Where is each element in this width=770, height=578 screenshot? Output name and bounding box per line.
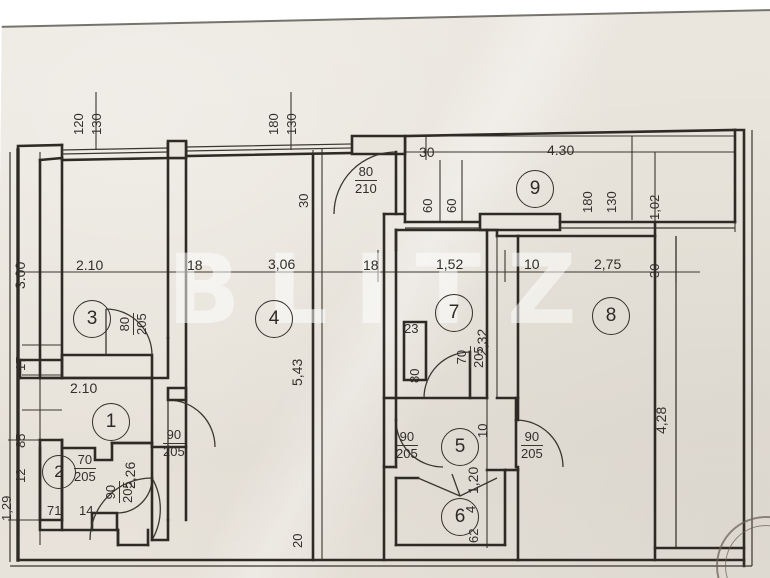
room-number-1: 1 [92,403,130,441]
dim-right-10: 10 [475,423,490,438]
agency-stamp: E IMOB [716,516,770,578]
door-label-room4: 90 205 [163,428,185,458]
dim-left-85: 85 [13,433,28,448]
door-label-room7: 70 205 [454,346,486,368]
room-number-2: 2 [42,455,76,489]
door-label-room2: 70 205 [74,453,96,483]
dim-window-right-width: 180 [580,191,595,213]
door-room7-width: 70 [454,346,471,368]
door-room1-width: 90 [103,481,120,503]
dim-h-30-right: 30 [647,263,662,278]
dim-h-18-b: 18 [363,257,379,273]
door-entry-width: 80 [355,165,377,181]
room-number-4: 4 [255,300,293,338]
dim-right-62: 62 [466,528,481,543]
dim-misc-71: 71 [47,503,62,518]
dim-window-right-height: 130 [604,191,619,213]
room-number-7: 7 [435,294,473,332]
dim-top-430: 4.30 [547,142,575,158]
dim-misc-80-vertical: 80 [407,368,422,383]
dim-left-12: 12 [13,468,28,483]
dim-center-543: 5,43 [289,358,305,386]
door-hall-left-height: 205 [396,445,418,461]
dim-right-120: 1,20 [465,466,481,494]
dim-h-18-a: 18 [187,257,203,273]
dim-h-10: 10 [524,256,540,272]
dim-misc-23: 23 [404,321,419,336]
dim-window-mid-height: 130 [284,113,299,135]
door-label-entry: 80 210 [355,165,377,195]
dim-window-mid-width: 180 [266,113,281,135]
door-hall-right-height: 205 [521,445,543,461]
door-room3-height: 205 [133,313,149,335]
door-room2-width: 70 [74,453,96,469]
room-number-5: 5 [441,428,479,466]
dim-right-428: 4,28 [653,406,669,434]
door-room1-height: 205 [119,481,135,503]
dim-misc-14: 14 [79,503,94,518]
dim-window-left-height: 130 [89,113,104,135]
room-number-8: 8 [592,297,630,335]
dim-left-129: 1,29 [0,495,14,521]
dim-h-275: 2,75 [594,256,622,272]
door-room2-height: 205 [74,468,96,484]
dim-right-102: 1,02 [647,194,662,220]
dim-balcony-60-b: 60 [444,198,459,213]
room-number-3: 3 [73,300,111,338]
door-label-room3: 80 205 [117,313,149,335]
dim-balcony-60-a: 60 [420,198,435,213]
door-room3-width: 80 [117,313,134,335]
dim-h-152: 1,52 [436,256,464,272]
door-room7-height: 205 [470,346,486,368]
door-label-room1: 90 205 [103,481,135,503]
dim-misc-210-low: 2.10 [70,380,98,396]
dim-window-left-width: 120 [71,113,86,135]
dim-center-30: 30 [296,193,311,208]
door-entry-height: 210 [355,180,377,196]
room-number-9: 9 [516,170,554,208]
room-number-6: 6 [441,498,479,536]
door-label-hall-right: 90 205 [521,430,543,460]
dim-top-30: 30 [419,144,435,160]
dim-center-20: 20 [290,533,305,548]
door-room4-height: 205 [163,443,185,459]
dim-left-300: 3.00 [12,261,28,289]
dim-right-4: 4 [463,505,478,513]
door-room4-width: 90 [163,428,185,444]
door-label-hall-left: 90 205 [396,430,418,460]
dim-h-210: 2.10 [76,257,104,273]
door-hall-left-width: 90 [396,430,418,446]
dim-h-306: 3,06 [268,256,296,272]
dim-left-17: 17 [13,356,28,371]
door-hall-right-width: 90 [521,430,543,446]
